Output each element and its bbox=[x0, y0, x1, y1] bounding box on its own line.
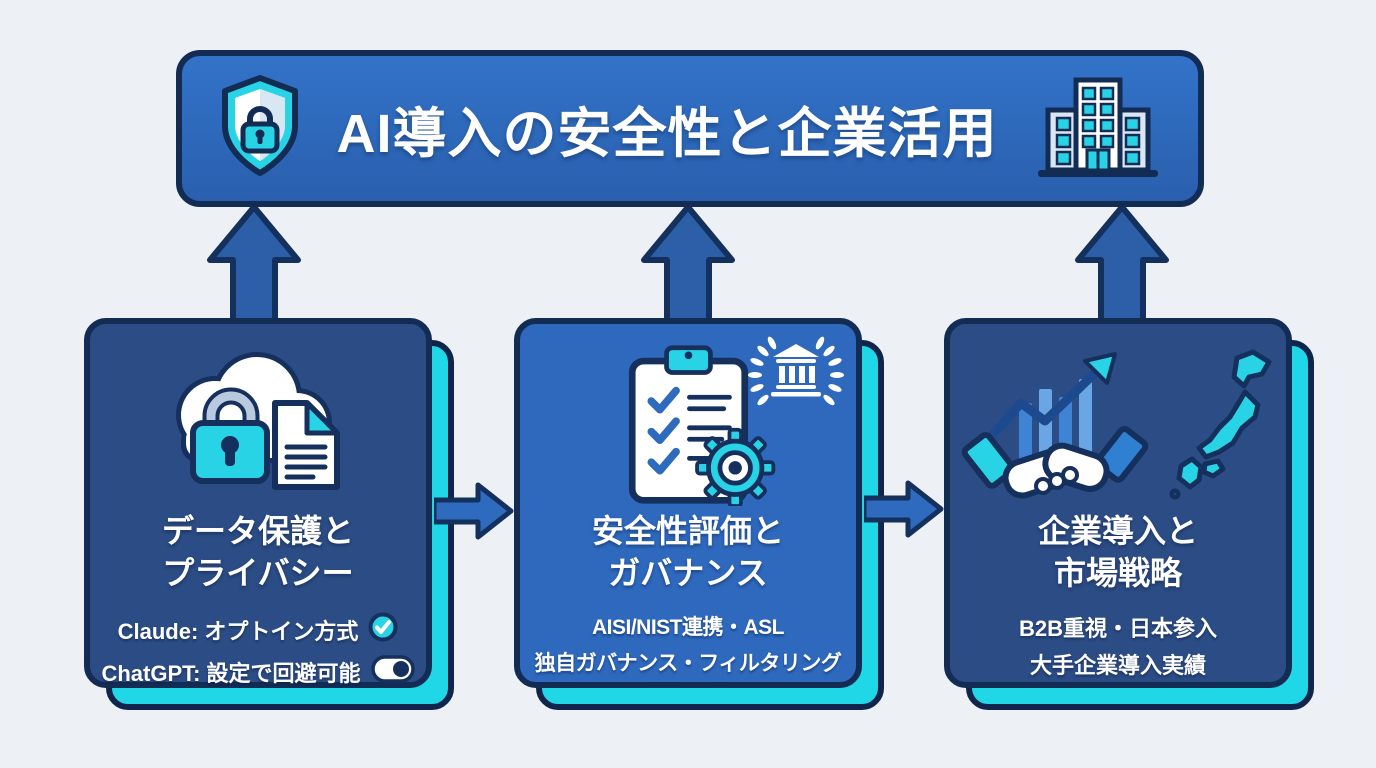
up-arrow-3 bbox=[1075, 204, 1169, 321]
japan-map-icon bbox=[1167, 348, 1279, 505]
office-building-icon bbox=[1032, 74, 1164, 183]
detail-claude: Claude: オプトイン方式 bbox=[101, 612, 414, 651]
shield-lock-icon bbox=[217, 74, 303, 183]
right-arrow-2 bbox=[864, 480, 944, 538]
detail-major-enterprises: 大手企業導入実績 bbox=[1029, 653, 1206, 679]
right-arrow-1 bbox=[434, 482, 514, 540]
laurel-institution-icon bbox=[746, 336, 846, 419]
up-arrow-2 bbox=[641, 204, 735, 321]
detail-governance-filtering: 独自ガバナンス・フィルタリング bbox=[534, 651, 842, 675]
check-circle-icon bbox=[368, 612, 398, 651]
detail-aisi-nist: AISI/NIST連携・ASL bbox=[591, 616, 785, 640]
detail-claude-text: Claude: オプトイン方式 bbox=[117, 619, 359, 645]
card-3-details: B2B重視・日本参入 大手企業導入実績 bbox=[1019, 608, 1217, 682]
clipboard-gear-icon bbox=[590, 342, 786, 511]
cloud-lock-document-icon bbox=[155, 345, 361, 508]
card-2-details: AISI/NIST連携・ASL 独自ガバナンス・フィルタリング bbox=[535, 608, 842, 679]
card-3-title: 企業導入と 市場戦略 bbox=[1037, 513, 1198, 592]
toggle-on-icon bbox=[370, 655, 415, 692]
detail-chatgpt: ChatGPT: 設定で回避可能 bbox=[101, 655, 415, 692]
card-2-title: 安全性評価と ガバナンス bbox=[591, 513, 784, 592]
title-banner: AI導入の安全性と企業活用 bbox=[176, 50, 1204, 207]
detail-b2b-japan: B2B重視・日本参入 bbox=[1018, 616, 1217, 642]
detail-chatgpt-text: ChatGPT: 設定で回避可能 bbox=[101, 661, 361, 687]
page-title: AI導入の安全性と企業活用 bbox=[336, 104, 998, 164]
card-1-title: データ保護と プライバシー bbox=[161, 513, 354, 592]
up-arrow-1 bbox=[207, 204, 301, 321]
handshake-growth-icon bbox=[957, 345, 1153, 508]
card-enterprise-market: 企業導入と 市場戦略 B2B重視・日本参入 大手企業導入実績 bbox=[944, 318, 1292, 688]
card-data-protection: データ保護と プライバシー Claude: オプトイン方式 ChatGPT: 設… bbox=[84, 318, 432, 688]
card-safety-governance: 安全性評価と ガバナンス AISI/NIST連携・ASL 独自ガバナンス・フィル… bbox=[514, 318, 862, 688]
card-1-details: Claude: オプトイン方式 ChatGPT: 設定で回避可能 bbox=[101, 608, 415, 692]
